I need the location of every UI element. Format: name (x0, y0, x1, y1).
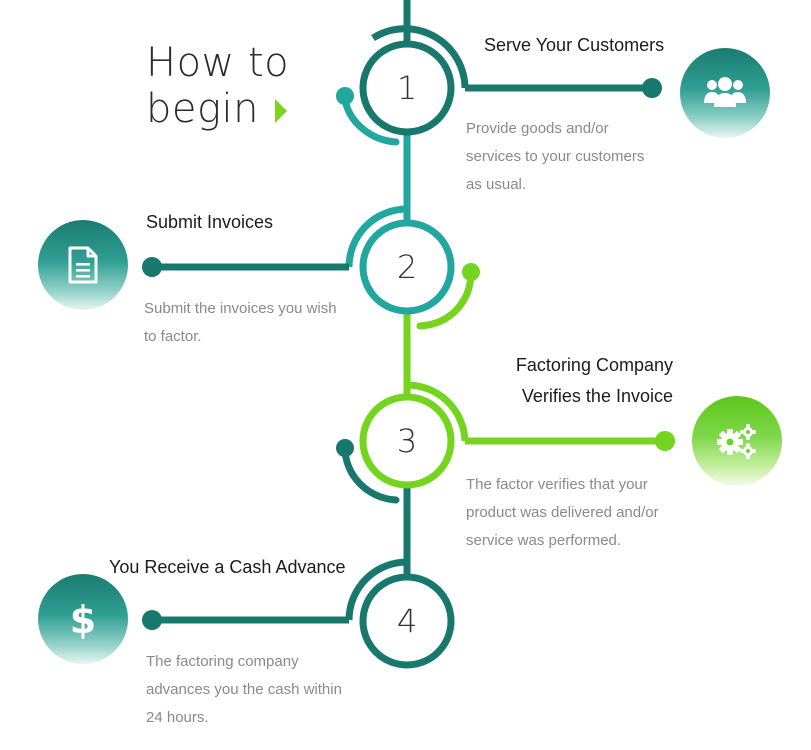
link-dot-3 (655, 431, 675, 451)
step-4-desc-line: The factoring company (146, 653, 299, 670)
step-3-desc-line: The factor verifies that your (466, 476, 648, 493)
arc-3-outer (406, 381, 469, 442)
title-line-2: begin (146, 86, 289, 132)
step-number-3: 3 (396, 422, 418, 460)
step-4-description: The factoring company advances you the c… (146, 648, 342, 732)
dollar-icon-badge: $ (38, 574, 128, 664)
play-arrow-icon (274, 99, 287, 123)
step-2-title: Submit Invoices (146, 212, 274, 232)
page-title: How to begin (146, 40, 289, 132)
link-dot-4 (142, 610, 162, 630)
title-line-1: How to (146, 40, 290, 86)
link-dot-1 (642, 78, 662, 98)
arc-1-end-dot (336, 87, 354, 105)
step-1-desc-line: services to your customers (466, 148, 645, 165)
step-circle-2 (359, 219, 455, 315)
step-3-desc-line: service was performed. (466, 532, 622, 549)
arc-1-outer (371, 25, 469, 89)
step-3-title-line: Verifies the Invoice (521, 386, 673, 406)
step-2-desc-line: Submit the invoices you wish (144, 300, 337, 317)
arc-3-end-dot (336, 439, 354, 457)
step-4-desc-line: 24 hours. (146, 709, 209, 726)
step-1-desc-line: Provide goods and/or (466, 120, 609, 137)
step-2-description: Submit the invoices you wish to factor. (144, 295, 337, 351)
arc-4-outer (345, 558, 408, 621)
title-line-2-text: begin (146, 86, 259, 132)
step-circle-4 (359, 573, 455, 669)
step-circle-1 (359, 40, 455, 136)
svg-text:$: $ (70, 598, 96, 640)
step-4-title: You Receive a Cash Advance (109, 557, 346, 577)
document-icon-badge (38, 220, 128, 310)
step-3-description: The factor verifies that your product wa… (466, 471, 659, 555)
step-number-2: 2 (396, 248, 418, 286)
step-circle-3 (359, 393, 455, 489)
gears-icon (717, 424, 756, 459)
arc-2-end-dot (462, 263, 480, 281)
step-3-title: Factoring Company Verifies the Invoice (516, 350, 673, 412)
step-number-4: 4 (396, 602, 418, 640)
step-3-desc-line: product was delivered and/or (466, 504, 659, 521)
gears-icon-badge (692, 396, 782, 486)
users-icon-badge (680, 48, 770, 138)
step-1-title: Serve Your Customers (484, 35, 665, 55)
step-1-description: Provide goods and/or services to your cu… (466, 115, 644, 199)
step-2-desc-line: to factor. (144, 328, 202, 345)
step-1-desc-line: as usual. (466, 176, 527, 193)
step-3-title-line: Factoring Company (515, 355, 673, 375)
step-number-1: 1 (396, 69, 418, 107)
link-dot-2 (142, 257, 162, 277)
dollar-icon: $ (70, 598, 96, 640)
users-icon (704, 77, 746, 107)
document-icon (68, 246, 98, 284)
step-4-desc-line: advances you the cash within (146, 681, 342, 698)
arc-2-outer (345, 205, 408, 268)
